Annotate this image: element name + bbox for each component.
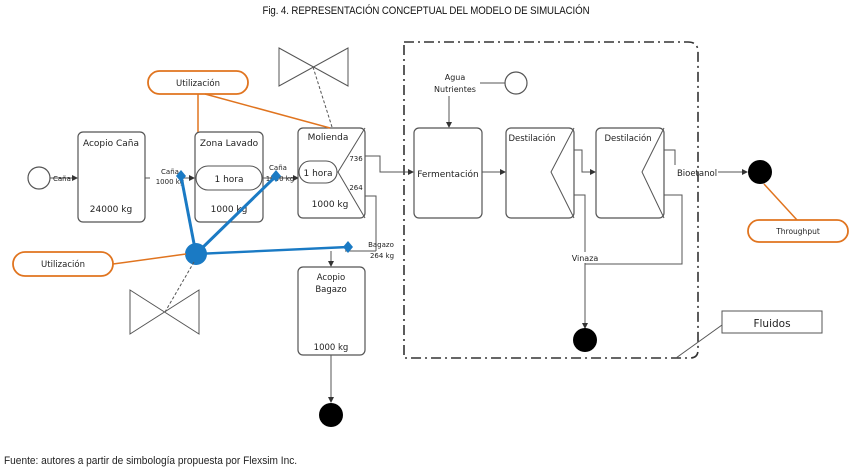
acopio-bagazo-title-1: Acopio	[317, 273, 346, 283]
zona-lavado-timer	[195, 165, 263, 191]
source-agua-icon[interactable]	[504, 71, 528, 95]
sink-bioetanol-icon[interactable]	[748, 160, 772, 184]
fermentacion-box[interactable]	[413, 127, 483, 219]
flow-bagazo-qty: 264 kg	[370, 252, 394, 260]
zona-lavado-capacity: 1000 kg	[211, 205, 248, 215]
destilacion-1-splitter-icon	[550, 127, 575, 219]
throughput-annotation[interactable]	[747, 219, 849, 243]
zona-lavado-title: Zona Lavado	[200, 139, 259, 149]
operator-node-bagazo[interactable]	[343, 241, 353, 253]
destilacion-2-splitter-icon	[641, 127, 665, 219]
acopio-cana-capacity: 24000 kg	[90, 205, 132, 215]
molienda-splitter-icon	[337, 127, 366, 219]
utilizacion-top-label: Utilización	[176, 78, 220, 89]
source-cana-label: Caña	[53, 175, 71, 183]
flow-cana-1-label: Caña	[161, 168, 179, 176]
acopio-cana-title: Acopio Caña	[83, 139, 139, 149]
destilacion-2-title: Destilación	[604, 133, 651, 144]
operator-node-cana-1[interactable]	[176, 170, 186, 182]
acopio-bagazo-capacity: 1000 kg	[314, 343, 349, 353]
sink-bagazo-icon[interactable]	[319, 403, 343, 427]
flow-cana-1-qty: 1000 kg	[156, 178, 185, 186]
operator-node-cana-2[interactable]	[271, 170, 281, 182]
flow-bioetanol-label: Bioetanol	[677, 169, 717, 179]
utilizacion-left-label: Utilización	[41, 259, 85, 270]
acopio-cana-box[interactable]	[77, 131, 146, 223]
fluidos-label: Fluidos	[753, 318, 790, 330]
flow-cana-2-label: Caña	[269, 164, 287, 172]
zona-lavado-time: 1 hora	[214, 175, 243, 185]
destilacion-2-box[interactable]	[595, 127, 665, 219]
fluids-boundary	[403, 41, 699, 359]
operator-icon[interactable]	[185, 243, 207, 265]
figure-source: Fuente: autores a partir de simbología p…	[4, 455, 298, 467]
molienda-split-bottom: 264	[349, 184, 363, 192]
flow-bagazo-label: Bagazo	[368, 241, 394, 249]
nutrientes-label: Nutrientes	[434, 85, 476, 94]
molienda-timer	[298, 160, 338, 184]
flow-cana-2-qty: 1000 kg	[266, 175, 295, 183]
throughput-label: Throughput	[775, 227, 820, 236]
valve-bottom-icon	[129, 289, 200, 335]
acopio-bagazo-title-2: Bagazo	[315, 285, 346, 295]
fluidos-label-box	[721, 310, 823, 334]
molienda-title: Molienda	[308, 133, 349, 143]
molienda-capacity: 1000 kg	[312, 200, 349, 210]
molienda-time: 1 hora	[303, 169, 332, 179]
molienda-split-top: 736	[349, 155, 363, 163]
figure-title: Fig. 4. REPRESENTACIÓN CONCEPTUAL DEL MO…	[262, 5, 590, 17]
sink-vinaza-icon[interactable]	[573, 328, 597, 352]
agua-label: Agua	[445, 73, 466, 82]
destilacion-1-box[interactable]	[505, 127, 575, 219]
flow-vinaza-label: Vinaza	[572, 254, 599, 263]
source-cana-icon[interactable]	[27, 166, 51, 190]
destilacion-1-title: Destilación	[508, 133, 555, 144]
fermentacion-title: Fermentación	[417, 169, 478, 180]
